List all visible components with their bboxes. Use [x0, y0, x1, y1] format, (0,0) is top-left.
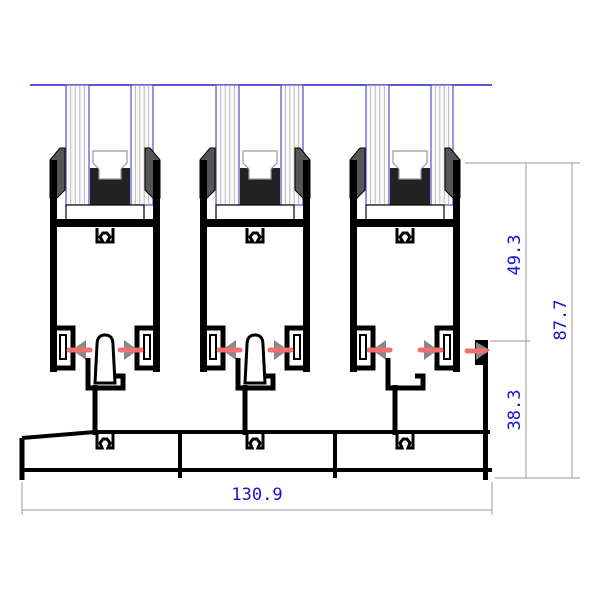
sash-1 — [49, 84, 161, 435]
screw-port — [95, 434, 115, 450]
spacer-bar — [92, 150, 128, 180]
screw-port — [245, 434, 265, 450]
sash-top-wall — [205, 219, 305, 227]
sash-top-wall — [355, 219, 455, 227]
spacer-bar — [242, 150, 278, 180]
sash-wall-right — [453, 160, 460, 372]
glazing-bead — [65, 204, 145, 221]
sash-wall-right — [153, 160, 160, 372]
overall-height-label: 87.7 — [551, 300, 571, 341]
interlock-leg — [243, 333, 267, 385]
screw-port — [395, 434, 415, 450]
sash-2 — [199, 84, 311, 435]
dimension-lines: 130.9 49.3 38.3 87.7 — [21, 162, 580, 515]
outer-frame — [19, 340, 492, 480]
sash-wall-left — [350, 160, 357, 372]
sash-top-wall — [55, 219, 155, 227]
glass-pane — [215, 84, 240, 206]
sash-3 — [349, 84, 461, 435]
interlock-leg — [93, 333, 117, 385]
frame-top-wall — [21, 430, 490, 440]
screw-port — [95, 228, 115, 244]
sash-wall-left — [200, 160, 207, 372]
sash-height-label: 49.3 — [505, 235, 525, 276]
screw-port — [395, 228, 415, 244]
sash-wall-right — [303, 160, 310, 372]
overall-width-label: 130.9 — [231, 485, 282, 505]
screw-port — [245, 228, 265, 244]
frame-track — [235, 358, 276, 391]
spacer-bar — [392, 150, 428, 180]
glazing-bead — [365, 204, 445, 221]
frame-track — [85, 358, 126, 391]
glass-pane — [65, 84, 90, 206]
frame-track — [385, 358, 426, 391]
sash-wall-left — [50, 160, 57, 372]
frame-height-label: 38.3 — [505, 390, 525, 431]
frame-right-wall — [478, 340, 488, 480]
glazing-bead — [215, 204, 295, 221]
glass-pane — [365, 84, 390, 206]
